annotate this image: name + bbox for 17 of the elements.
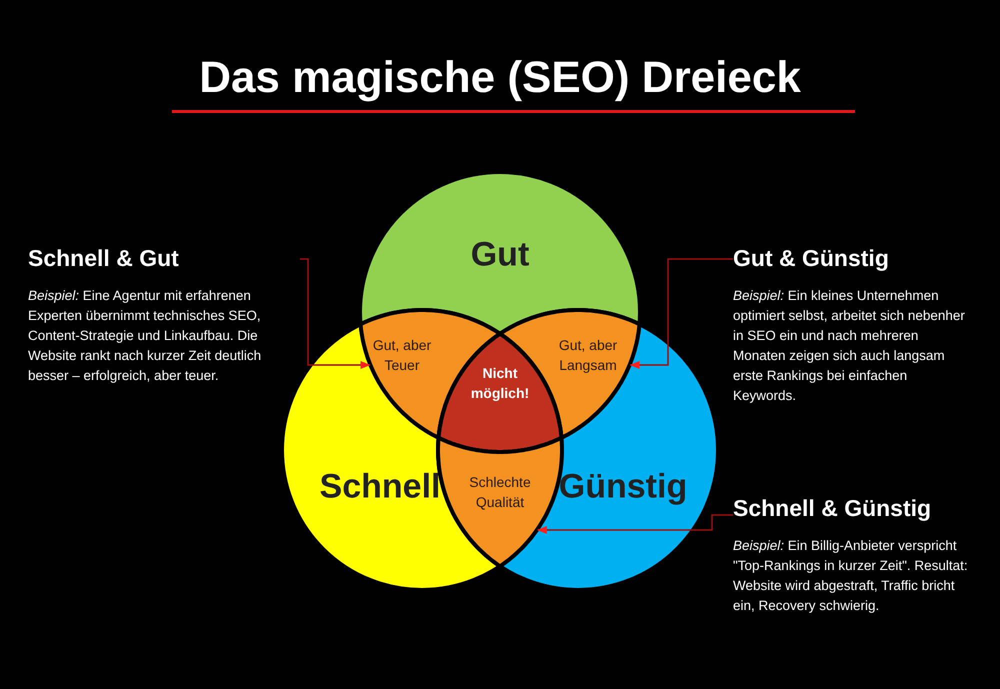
- circle-label: Gut: [470, 236, 530, 274]
- region-label: Nicht möglich!: [470, 364, 530, 403]
- leader-arrow: [300, 258, 370, 369]
- region-label: Gut, aber Teuer: [372, 336, 432, 375]
- example-text: Beispiel: Ein kleines Unternehmen optimiert selbst, arbeitet sich nebenher in SEO ein und nach mehreren Monaten zeigen sich auch langsam erste Rankings bei einfachen Keywords.: [733, 287, 966, 405]
- block-heading: Gut & Günstig: [733, 244, 890, 272]
- title: Das magische (SEO) Dreieck: [198, 52, 802, 104]
- circle-label: Günstig: [558, 468, 688, 506]
- example-text: Beispiel: Eine Agentur mit erfahrenen Experten übernimmt technisches SEO, Content-Strategie und Linkaufbau. Die Website rankt nach kurzer Zeit deutlich besser – erfolgreich, aber teuer.: [28, 287, 262, 385]
- block-heading: Schnell & Günstig: [733, 494, 932, 522]
- circle-label: Schnell: [320, 468, 440, 506]
- region-label: Schlechte Qualität: [468, 473, 532, 512]
- region-label: Gut, aber Langsam: [558, 336, 618, 375]
- example-text: Beispiel: Ein Billig-Anbieter verspricht "Top-Rankings in kurzer Zeit". Resultat: Website wird abgestraft, Traffic bricht ein, Recovery schwierig.: [733, 537, 969, 615]
- leader-arrow: [630, 258, 733, 369]
- leader-arrow: [536, 514, 733, 534]
- block-heading: Schnell & Gut: [28, 244, 180, 272]
